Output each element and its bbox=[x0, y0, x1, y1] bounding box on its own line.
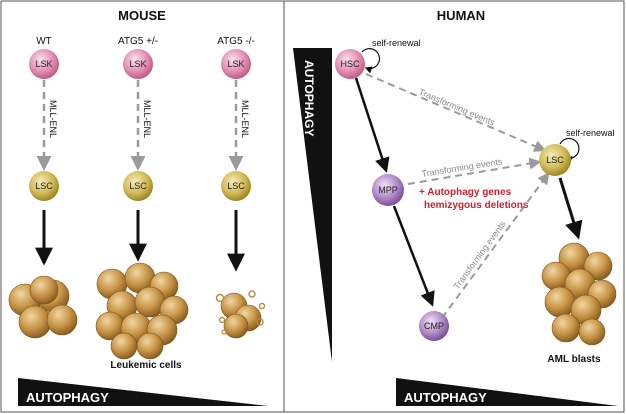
genotype-atg5-het: ATG5 +/- bbox=[118, 36, 158, 47]
human-autophagy-vertical-label: AUTOPHAGY bbox=[302, 60, 316, 136]
leukemic-cells-label: Leukemic cells bbox=[110, 360, 182, 371]
lsc-label: LSC bbox=[35, 181, 53, 191]
mpp-cell bbox=[372, 174, 404, 206]
gene-note-line1: + Autophagy genes bbox=[419, 187, 512, 198]
mouse-column-wt: LSK MLL-ENL LSC bbox=[29, 49, 59, 266]
lsc-label: LSC bbox=[129, 181, 147, 191]
lsc-label: LSC bbox=[227, 181, 245, 191]
lsk-cell bbox=[123, 49, 153, 79]
gene-note-line2: hemizygous deletions bbox=[424, 200, 529, 211]
mpp-to-cmp-arrow bbox=[392, 205, 435, 307]
human-autophagy-vertical-wedge bbox=[293, 48, 332, 362]
hsc-to-mpp-arrow bbox=[354, 77, 390, 173]
lsk-cell bbox=[221, 49, 251, 79]
mpp-label: MPP bbox=[378, 185, 398, 195]
lsc-self-renewal-label: self-renewal bbox=[566, 128, 615, 138]
lsk-label: LSK bbox=[129, 59, 146, 69]
mll-enl-label: MLL-ENL bbox=[240, 100, 250, 138]
human-title: HUMAN bbox=[437, 8, 485, 23]
apoptotic-debris bbox=[258, 302, 266, 310]
mouse-title: MOUSE bbox=[118, 8, 166, 23]
human-autophagy-wedge bbox=[396, 378, 618, 406]
transforming-events-label-1: Transforming events bbox=[417, 87, 497, 128]
apoptotic-debris bbox=[215, 293, 225, 303]
lsc-cell bbox=[221, 171, 251, 201]
cmp-label: CMP bbox=[424, 321, 444, 331]
cmp-cell bbox=[419, 311, 449, 341]
lsk-cell bbox=[29, 49, 59, 79]
genotype-atg5-ko: ATG5 -/- bbox=[217, 36, 255, 47]
cmp-to-lsc-transform-arrow bbox=[441, 172, 550, 319]
human-autophagy-label: AUTOPHAGY bbox=[404, 390, 487, 405]
genotype-wt: WT bbox=[36, 36, 52, 47]
hsc-cell bbox=[335, 49, 365, 79]
lsc-to-aml-arrow bbox=[558, 177, 583, 240]
aml-blasts-label: AML blasts bbox=[547, 354, 601, 365]
mll-enl-label: MLL-ENL bbox=[142, 100, 152, 138]
lsk-label: LSK bbox=[35, 59, 52, 69]
atg5-het-leukemic-cluster bbox=[95, 262, 189, 360]
hsc-label: HSC bbox=[340, 59, 360, 69]
lsc-cell bbox=[29, 171, 59, 201]
hsc-self-renewal-loop bbox=[361, 48, 381, 74]
apoptotic-debris bbox=[221, 329, 227, 335]
aml-blast-cluster bbox=[541, 242, 617, 346]
mll-enl-label: MLL-ENL bbox=[48, 100, 58, 138]
transforming-events-label-3: Transforming events bbox=[452, 219, 508, 291]
atg5-ko-leukemic-cluster bbox=[215, 290, 266, 339]
apoptotic-debris bbox=[218, 316, 226, 324]
human-panel-frame bbox=[283, 0, 625, 413]
lsc-self-renewal-loop bbox=[559, 137, 580, 164]
mpp-to-lsc-transform-arrow bbox=[395, 157, 542, 187]
lsc-label-human: LSC bbox=[546, 155, 564, 165]
hsc-to-lsc-transform-arrow bbox=[365, 73, 547, 152]
lsc-cell bbox=[123, 171, 153, 201]
mouse-column-atg5-het: LSK MLL-ENL LSC bbox=[123, 49, 153, 262]
lsk-label: LSK bbox=[227, 59, 244, 69]
lsc-cell-human bbox=[539, 144, 571, 176]
hsc-self-renewal-label: self-renewal bbox=[372, 38, 421, 48]
mouse-autophagy-label: AUTOPHAGY bbox=[26, 390, 109, 405]
apoptotic-debris bbox=[248, 290, 256, 298]
mouse-autophagy-wedge bbox=[18, 378, 268, 406]
apoptotic-debris bbox=[256, 318, 264, 326]
mouse-column-atg5-ko: LSK MLL-ENL LSC bbox=[221, 49, 251, 272]
wt-leukemic-cluster bbox=[8, 275, 78, 339]
